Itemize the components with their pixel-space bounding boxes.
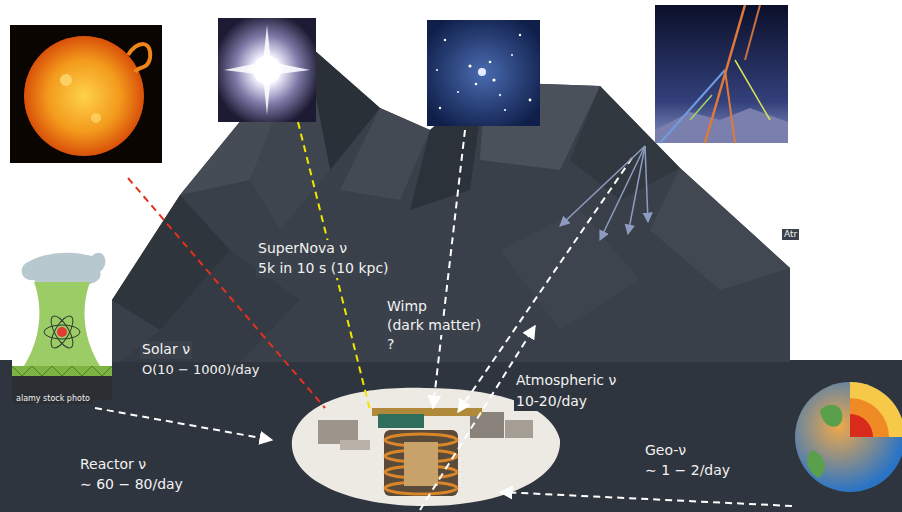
rate-label-box: O(10 − 1000)/day <box>140 359 261 378</box>
note-label-box: ? <box>385 334 396 354</box>
source-label: (dark matter) <box>385 317 483 335</box>
rate-label-box: 10-20/day <box>514 391 589 411</box>
rate-label: 10-20/day <box>514 393 589 411</box>
source-label: SuperNova ν <box>256 240 349 258</box>
underground <box>0 360 902 512</box>
watermark-box: alamy stock photo <box>14 386 92 405</box>
cut-label-box: Atr <box>782 222 799 241</box>
watermark: alamy stock photo <box>14 394 92 404</box>
neutrino-paths <box>95 122 792 510</box>
source-label-box: Reactor ν <box>78 454 148 474</box>
reactor-picture <box>12 250 112 400</box>
rate-label-box: ∼ 60 − 80/day <box>78 474 185 494</box>
source-label-box: Wimp <box>385 296 429 316</box>
source-label: Reactor ν <box>78 456 148 474</box>
source-label: Geo-ν <box>643 442 688 460</box>
note-label: ? <box>385 336 396 354</box>
source-label-box: Geo-ν <box>643 440 688 460</box>
source-label-box: Solar ν <box>140 339 192 359</box>
sun-picture <box>10 25 162 163</box>
rate-label-box: 5k in 10 s (10 kpc) <box>256 258 391 278</box>
source-label-box: SuperNova ν <box>256 238 349 258</box>
rate-label: ∼ 1 − 2/day <box>643 462 732 480</box>
rate-label: 5k in 10 s (10 kpc) <box>256 260 391 278</box>
source-label: Solar ν <box>140 341 192 359</box>
rate-label: ∼ 60 − 80/day <box>78 476 185 494</box>
rate-label-box: ∼ 1 − 2/day <box>643 460 732 480</box>
supernova-picture <box>218 18 316 122</box>
galaxy-picture <box>427 20 540 126</box>
source-label-box: (dark matter) <box>385 315 483 335</box>
source-label: Atmospheric ν <box>514 372 618 390</box>
rate-label: O(10 − 1000)/day <box>140 362 261 378</box>
earth-picture <box>795 382 902 492</box>
cosmic-ray-shower-picture <box>655 5 788 143</box>
source-label-box: Atmospheric ν <box>514 370 618 390</box>
source-label: Wimp <box>385 298 429 316</box>
cut-label: Atr <box>782 229 799 240</box>
